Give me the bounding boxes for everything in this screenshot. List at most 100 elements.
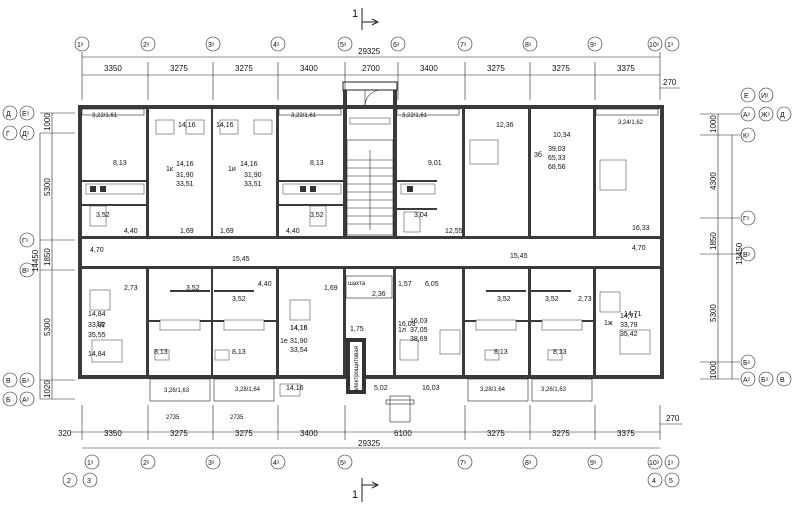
svg-text:4,70: 4,70	[90, 247, 104, 254]
svg-text:3,52: 3,52	[545, 296, 559, 303]
right-axes: Е Иᶟ Aᶟ Жᶟ Д Кᶟ Гᶟ Вᶟ Бᶟ Aᶟ Бᶟ В	[740, 87, 792, 387]
svg-text:3,22/1,61: 3,22/1,61	[291, 113, 317, 119]
svg-text:39,03: 39,03	[548, 146, 566, 153]
stair-core	[346, 117, 394, 236]
svg-text:3350: 3350	[104, 64, 122, 73]
svg-text:320: 320	[58, 429, 72, 438]
svg-text:2ᶟ: 2ᶟ	[143, 460, 150, 467]
svg-text:2: 2	[67, 478, 71, 485]
axis-label: 8ᶟ	[525, 42, 532, 49]
svg-text:14,71: 14,71	[620, 313, 638, 320]
svg-text:4,40: 4,40	[124, 228, 138, 235]
svg-text:5300: 5300	[709, 304, 718, 322]
svg-text:Кᶟ: Кᶟ	[743, 133, 750, 140]
svg-text:13450: 13450	[735, 242, 744, 265]
svg-text:3,52: 3,52	[186, 285, 200, 292]
room-labels-lower: 2,73 3,52 3,52 4,40 1,69 1,57 6,05 3,52 …	[88, 281, 642, 421]
svg-text:5300: 5300	[43, 318, 52, 336]
svg-text:14,84: 14,84	[88, 351, 106, 358]
section-mark-top: 1	[352, 8, 380, 30]
svg-text:5: 5	[669, 478, 673, 485]
svg-text:3,52: 3,52	[96, 212, 110, 219]
svg-text:1000: 1000	[709, 361, 718, 379]
svg-text:1д: 1д	[96, 321, 104, 328]
svg-text:6,05: 6,05	[425, 281, 439, 288]
axis-label: 7ᶟ	[460, 42, 467, 49]
svg-text:14,16: 14,16	[178, 122, 196, 129]
svg-text:33,79: 33,79	[620, 322, 638, 329]
svg-text:4,70: 4,70	[632, 245, 646, 252]
svg-text:12,36: 12,36	[496, 122, 514, 129]
svg-text:3,04: 3,04	[414, 212, 428, 219]
svg-text:8,13: 8,13	[310, 160, 324, 167]
svg-text:10ᶟ: 10ᶟ	[649, 460, 660, 467]
svg-text:В: В	[6, 378, 11, 385]
left-dimensions: 1000 5300 1850 5300 1020 14450	[31, 113, 75, 400]
svg-text:5ᶟ: 5ᶟ	[340, 460, 347, 467]
bottom-dimensions: 320 3350 3275 3275 3400 6100 3275 3275 3…	[58, 405, 682, 449]
axis-label: 6ᶟ	[393, 42, 400, 49]
furniture	[85, 119, 651, 397]
svg-text:1и: 1и	[228, 166, 236, 173]
elevator-label: электрощитовая	[354, 346, 360, 392]
svg-text:Еᶟ: Еᶟ	[22, 111, 30, 118]
shaft: шахта 2,36	[345, 275, 393, 299]
apartment-1d: 1д 33,92 35,55 14,84	[88, 321, 106, 358]
room-labels-upper: 3,22/1,61 14,16 14,16 3,22/1,61 3,22/1,6…	[90, 113, 650, 254]
svg-text:65,33: 65,33	[548, 155, 566, 162]
svg-text:3,24/1,62: 3,24/1,62	[618, 120, 644, 126]
svg-text:Aᶟ: Aᶟ	[22, 397, 30, 404]
entrance-vestibule	[342, 81, 398, 106]
apartment-3b: 3б 39,03 65,33 68,56	[534, 146, 566, 171]
svg-text:1ᶟ: 1ᶟ	[87, 460, 94, 467]
svg-text:3,52: 3,52	[232, 296, 246, 303]
svg-text:5,02: 5,02	[374, 385, 388, 392]
svg-text:3275: 3275	[235, 429, 253, 438]
svg-text:14,71: 14,71	[624, 311, 642, 318]
svg-text:Дᶟ: Дᶟ	[22, 131, 30, 138]
svg-text:Бᶟ: Бᶟ	[761, 377, 769, 384]
axis-label: 10ᶟ	[649, 42, 660, 49]
svg-text:Иᶟ: Иᶟ	[761, 93, 769, 100]
svg-text:Вᶟ: Вᶟ	[743, 252, 751, 259]
top-axes: 1ᶟ 2ᶟ 3ᶟ 4ᶟ 5ᶟ 6ᶟ 7ᶟ 8ᶟ 9ᶟ 10ᶟ 1ᶟ	[74, 36, 680, 52]
svg-text:1к: 1к	[166, 166, 174, 173]
svg-text:14450: 14450	[31, 249, 40, 272]
svg-text:4: 4	[652, 478, 656, 485]
svg-text:2,73: 2,73	[578, 296, 592, 303]
bottom-axes: 1ᶟ 2ᶟ 3ᶟ 4ᶟ 5ᶟ 7ᶟ 8ᶟ 9ᶟ 10ᶟ 1ᶟ 2 3 4 5	[62, 454, 680, 488]
svg-text:1ᶟ: 1ᶟ	[667, 460, 674, 467]
svg-text:1,69: 1,69	[324, 285, 338, 292]
svg-text:3: 3	[87, 478, 91, 485]
svg-text:1ж: 1ж	[604, 320, 613, 327]
svg-text:Бᶟ: Бᶟ	[743, 360, 751, 367]
svg-text:Жᶟ: Жᶟ	[761, 112, 770, 119]
svg-text:4,40: 4,40	[258, 281, 272, 288]
svg-text:3400: 3400	[300, 429, 318, 438]
svg-text:3,28/1,64: 3,28/1,64	[235, 387, 261, 393]
svg-text:8,13: 8,13	[154, 349, 168, 356]
svg-text:14,16: 14,16	[290, 325, 308, 332]
svg-text:3400: 3400	[420, 64, 438, 73]
svg-text:8,13: 8,13	[232, 349, 246, 356]
svg-text:Е: Е	[744, 93, 749, 100]
overall-dimension: 29325	[358, 47, 381, 56]
apartment-1e: 1е 14,16 31,90 33,54	[280, 325, 308, 354]
svg-text:33,51: 33,51	[244, 181, 262, 188]
svg-text:16,33: 16,33	[632, 225, 650, 232]
svg-text:68,56: 68,56	[548, 164, 566, 171]
svg-text:14,16: 14,16	[290, 325, 308, 332]
svg-text:шахта: шахта	[348, 281, 366, 287]
svg-text:2700: 2700	[362, 64, 380, 73]
svg-text:3400: 3400	[300, 64, 318, 73]
svg-text:15,45: 15,45	[510, 253, 528, 260]
svg-text:270: 270	[663, 78, 677, 87]
svg-text:3б: 3б	[534, 151, 542, 159]
svg-text:1е: 1е	[280, 338, 288, 345]
svg-text:Гᶟ: Гᶟ	[743, 216, 750, 223]
svg-text:3275: 3275	[552, 64, 570, 73]
svg-text:4300: 4300	[709, 172, 718, 190]
axis-label: 1ᶟ	[667, 42, 674, 49]
svg-text:Вᶟ: Вᶟ	[22, 268, 30, 275]
